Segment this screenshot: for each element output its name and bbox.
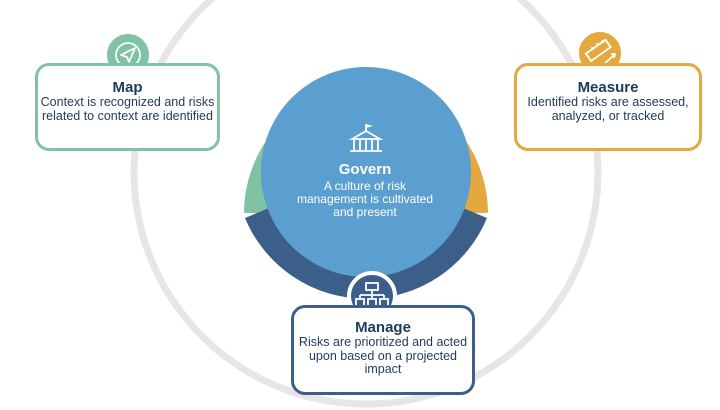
govern-title: Govern [338,161,392,178]
outer-ring [130,0,602,408]
measure-card: Measure Identified risks are assessed, a… [514,63,702,151]
manage-title: Manage [355,319,411,336]
govern-circle [261,67,471,277]
govern-description: A culture of risk management is cultivat… [296,179,434,219]
institution-icon [348,124,384,152]
measure-title: Measure [577,79,639,96]
map-card: Map Context is recognized and risks rela… [35,63,220,151]
map-description: Context is recognized and risks related … [40,95,215,123]
map-title: Map [112,79,143,96]
measure-description: Identified risks are assessed, analyzed,… [527,95,689,123]
manage-card: Manage Risks are prioritized and acted u… [291,305,475,395]
manage-description: Risks are prioritized and acted upon bas… [298,335,468,376]
